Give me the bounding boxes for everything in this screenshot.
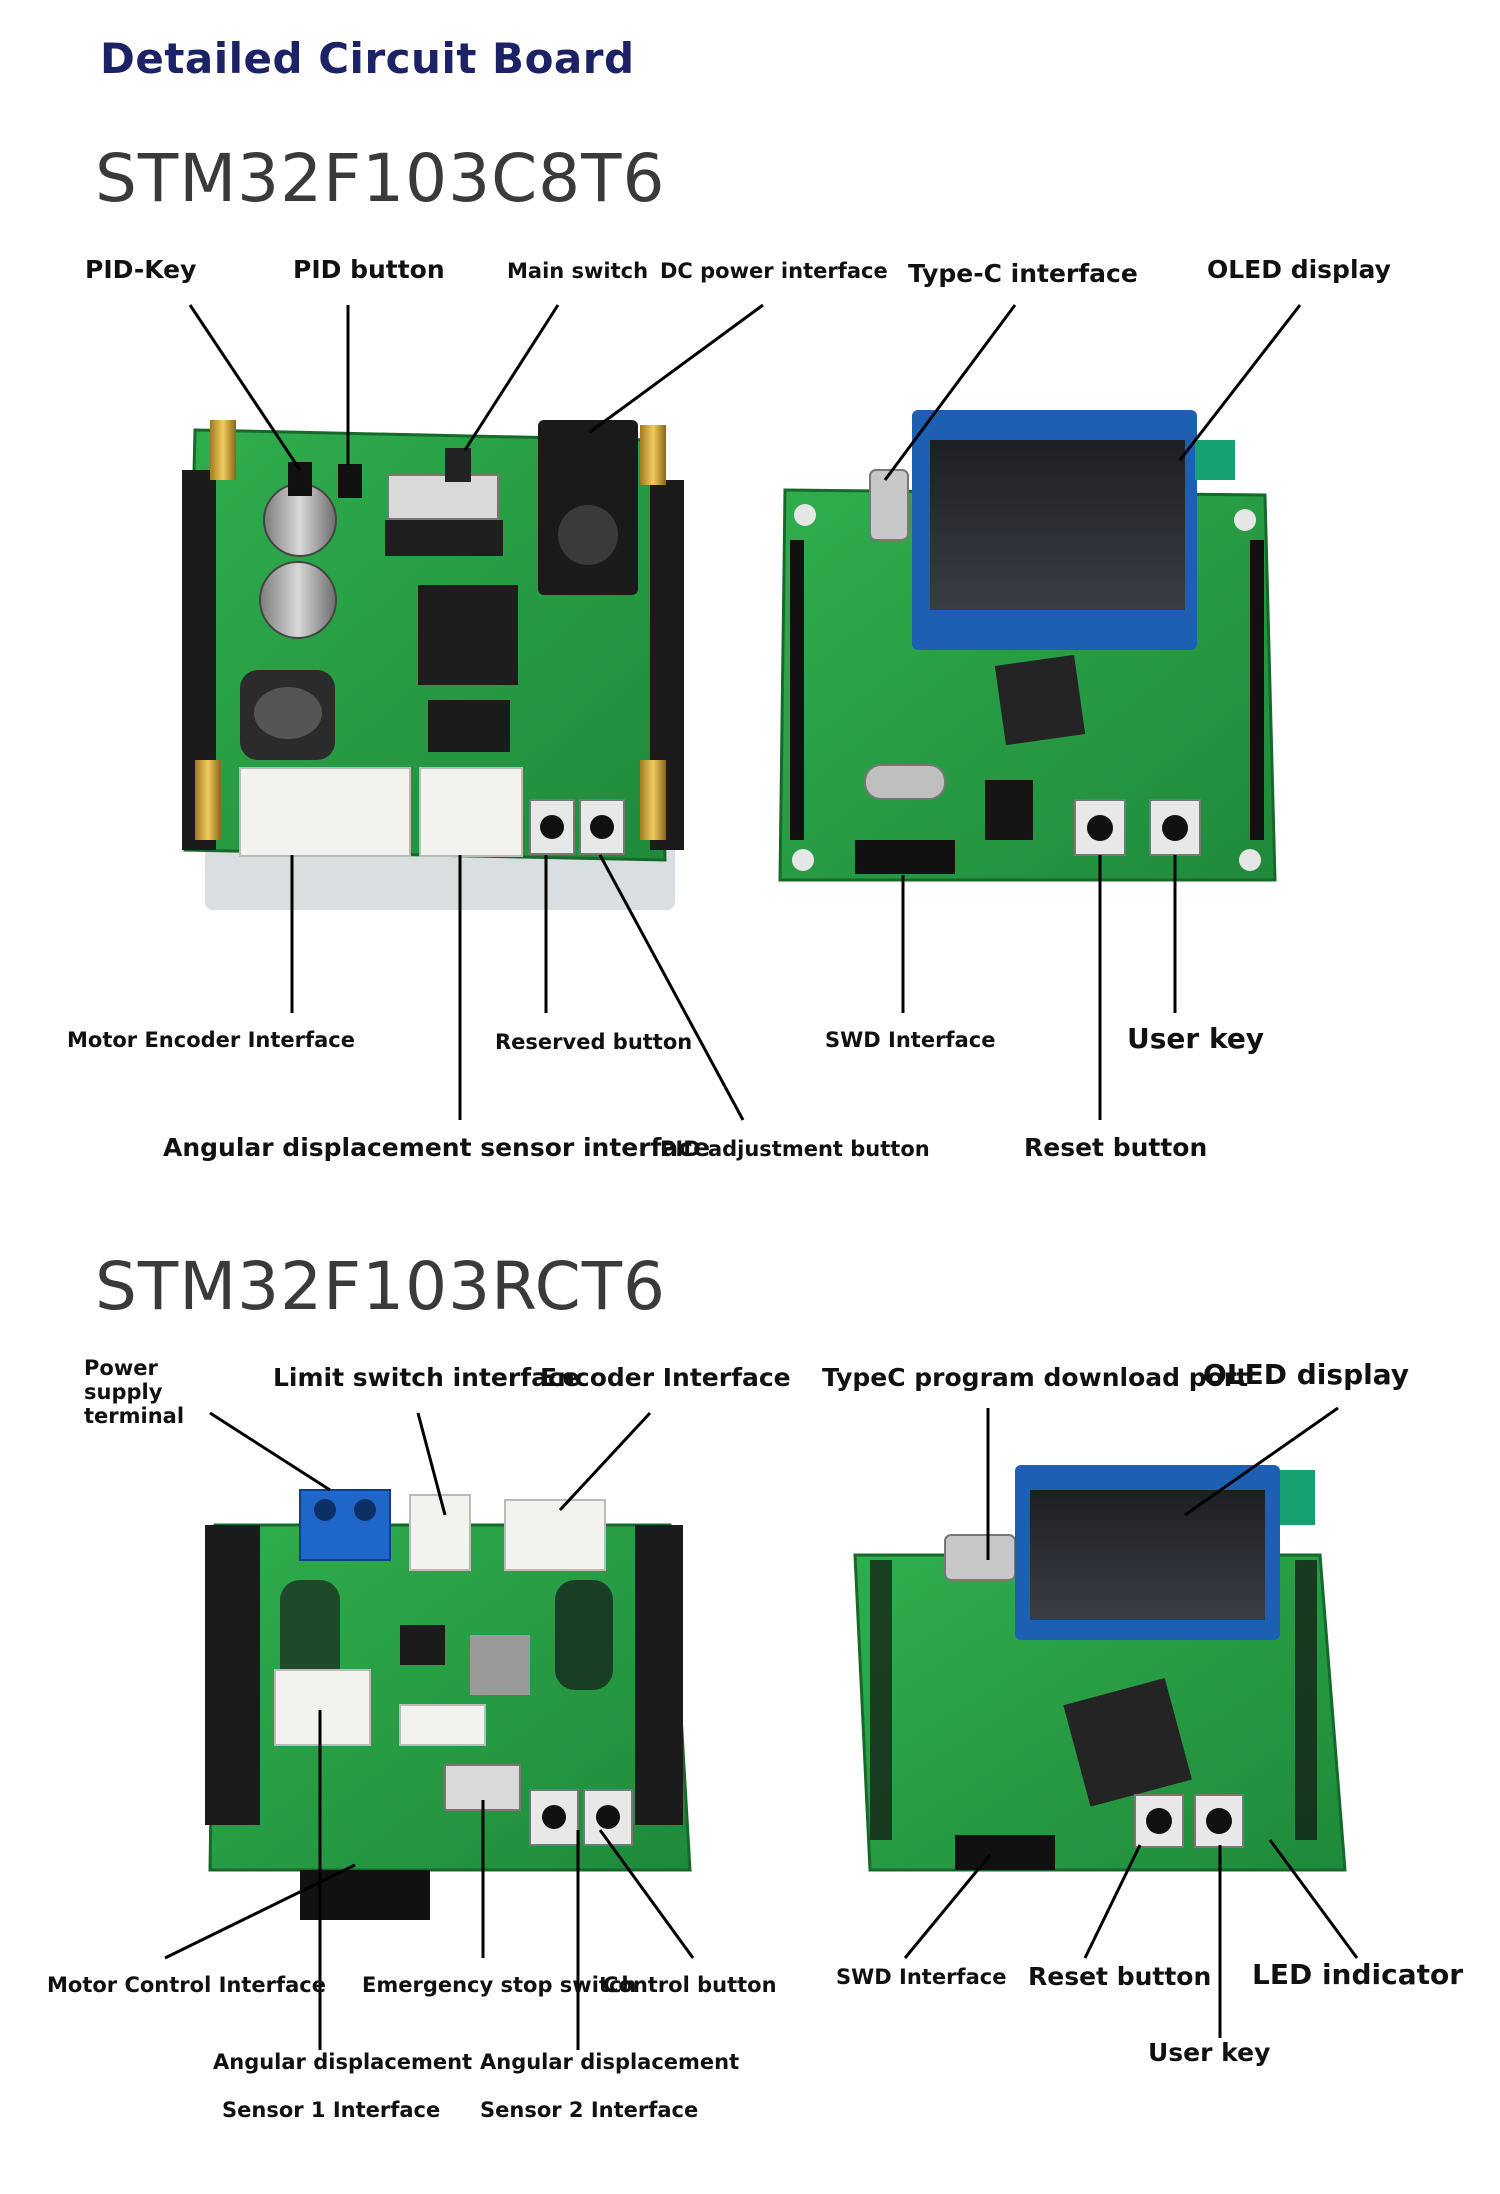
label-angular-sensor: Angular displacement sensor interface: [163, 1133, 711, 1162]
model-title-c8t6: STM32F103C8T6: [95, 140, 666, 217]
label-user-key-2: User key: [1148, 2038, 1271, 2067]
label-encoder: Encoder Interface: [540, 1363, 791, 1392]
label-motor-encoder: Motor Encoder Interface: [67, 1028, 355, 1052]
label-swd-1: SWD Interface: [825, 1028, 996, 1052]
label-angular1-line2: Sensor 1 Interface: [222, 2098, 441, 2122]
label-angular2-line1: Angular displacement: [480, 2050, 740, 2074]
label-pid-adjust: PID adjustment button: [660, 1137, 930, 1161]
model-title-rct6: STM32F103RCT6: [95, 1248, 667, 1325]
rct6-core-board: [853, 1465, 1347, 1872]
label-power-terminal: Power supply terminal: [84, 1356, 185, 1428]
leader-lines-c8t6: [188, 303, 1302, 1121]
label-led-indicator: LED indicator: [1252, 1958, 1464, 1991]
c8t6-core-board: [778, 410, 1277, 882]
label-dc-power: DC power interface: [660, 259, 888, 283]
label-oled-2: OLED display: [1203, 1358, 1409, 1391]
label-limit-switch: Limit switch interface: [273, 1363, 580, 1392]
label-motor-control: Motor Control Interface: [47, 1973, 326, 1997]
label-typec-download: TypeC program download port: [822, 1363, 1249, 1392]
c8t6-base-board: [182, 420, 684, 910]
label-pid-key: PID-Key: [85, 255, 197, 284]
label-control-button: Control button: [603, 1973, 777, 1997]
label-main-switch: Main switch: [507, 259, 649, 283]
label-emergency-stop: Emergency stop switch: [362, 1973, 637, 1997]
label-type-c: Type-C interface: [908, 259, 1138, 288]
label-angular2-line2: Sensor 2 Interface: [480, 2098, 699, 2122]
label-oled-1: OLED display: [1207, 255, 1391, 284]
label-reset-button-2: Reset button: [1028, 1962, 1212, 1991]
label-user-key-1: User key: [1127, 1022, 1265, 1055]
label-swd-2: SWD Interface: [836, 1965, 1007, 1989]
label-reset-button-1: Reset button: [1024, 1133, 1208, 1162]
leader-lines-rct6: [164, 1406, 1359, 2050]
label-pid-button: PID button: [293, 255, 445, 284]
rct6-base-board: [205, 1489, 692, 1920]
label-angular1-line1: Angular displacement: [213, 2050, 473, 2074]
label-reserved-button: Reserved button: [495, 1030, 693, 1054]
page-title: Detailed Circuit Board: [100, 34, 635, 83]
